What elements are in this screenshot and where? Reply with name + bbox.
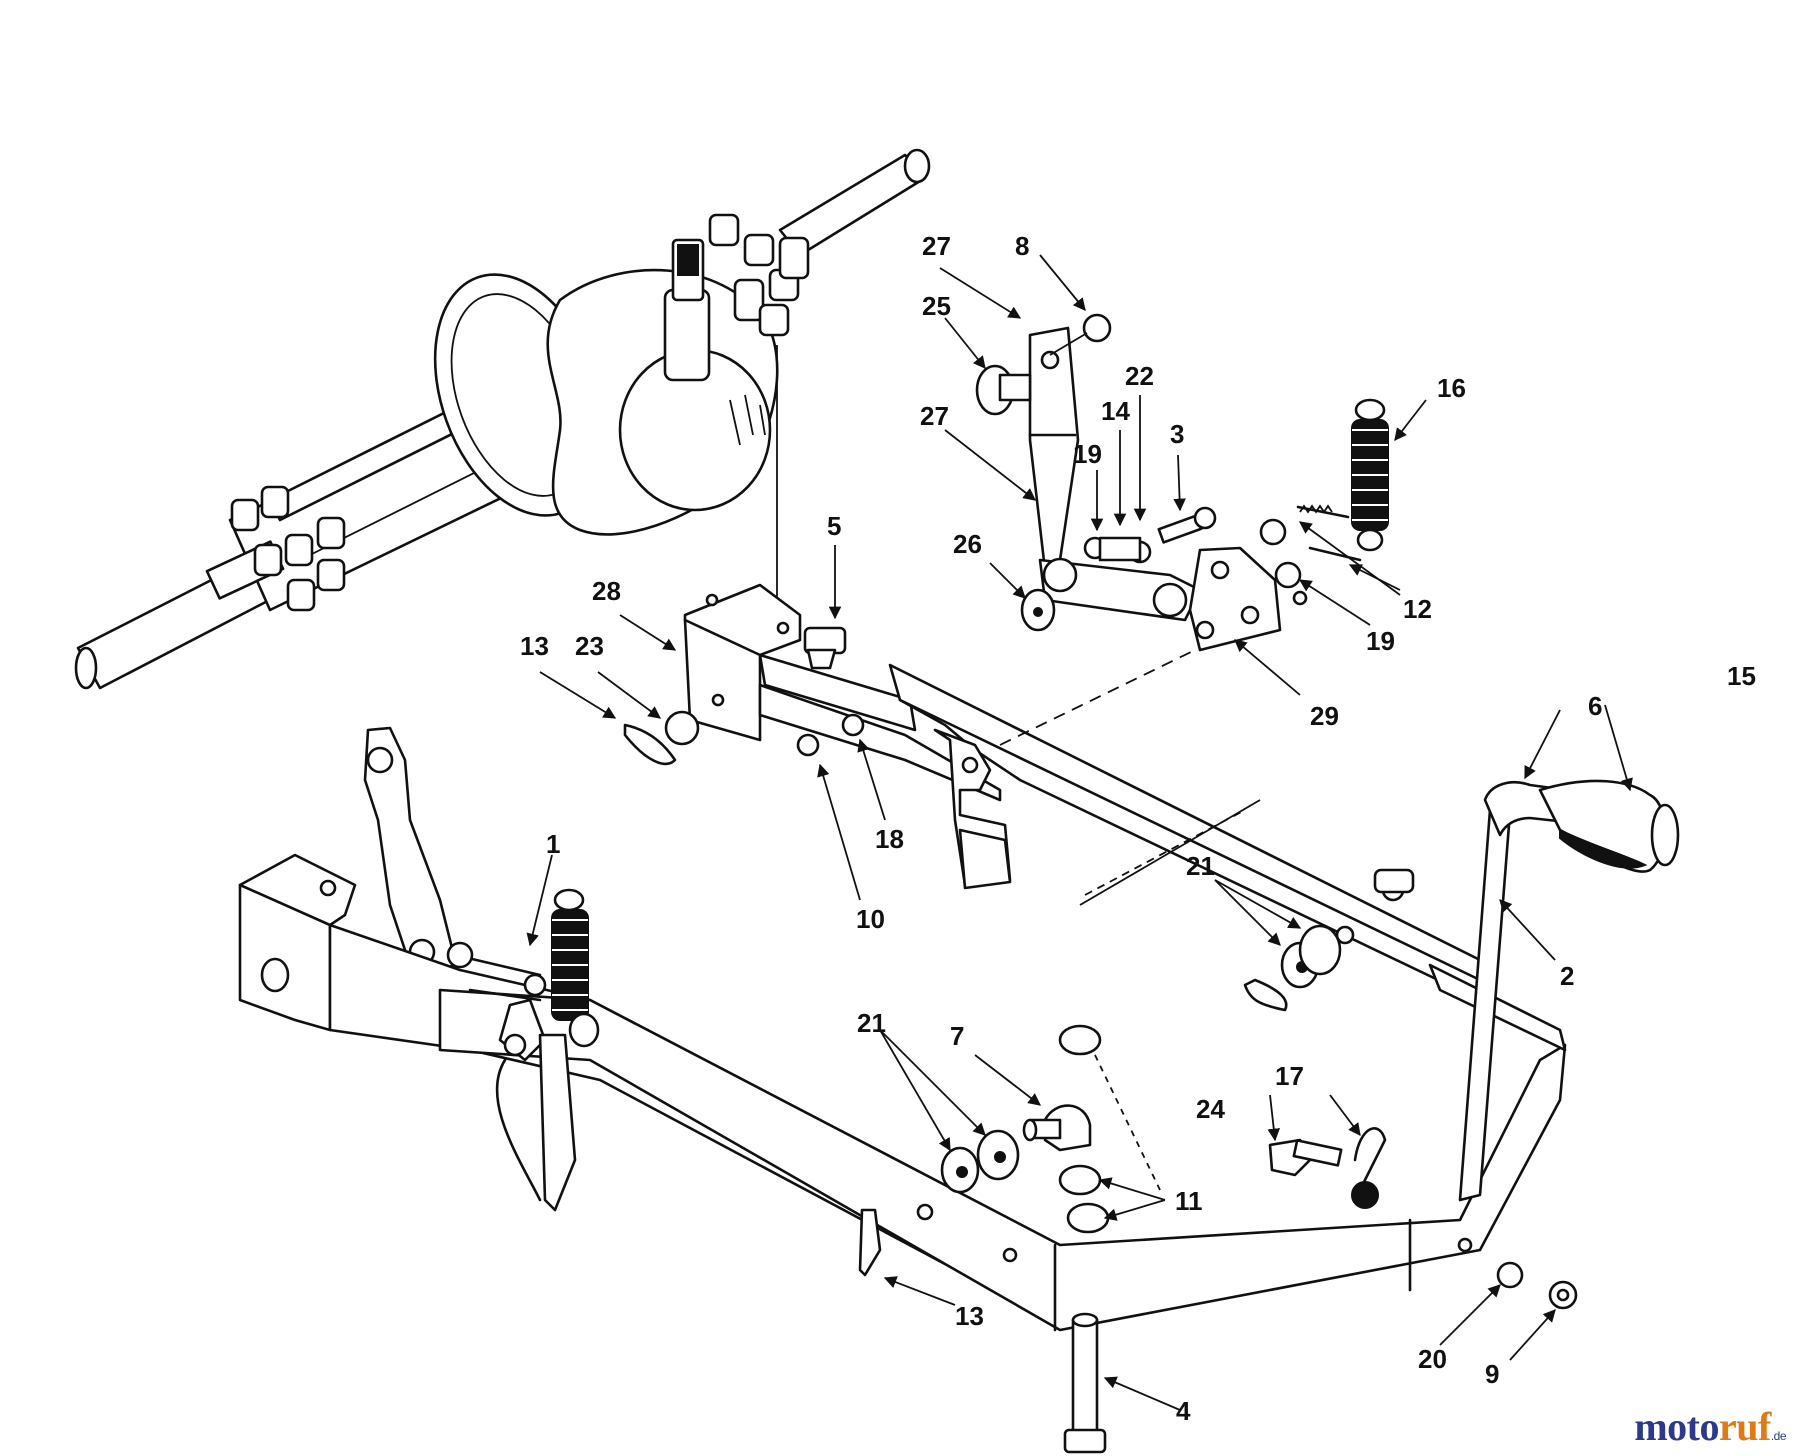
part-label-9: 9 [1485, 1359, 1499, 1389]
part-label-11: 11 [1175, 1186, 1203, 1216]
part-label-29: 29 [1310, 701, 1339, 731]
part-label-21b: 21 [857, 1008, 886, 1038]
leader-arrows [526, 254, 1633, 1411]
part-label-15: 15 [1727, 661, 1756, 691]
part-label-26: 26 [953, 529, 982, 559]
lower-frame-assembly [238, 726, 1680, 1454]
transaxle-assembly [74, 148, 931, 690]
part-label-3: 3 [1170, 419, 1184, 449]
part-label-13b: 13 [955, 1301, 984, 1331]
brake-lever-assembly [975, 313, 1389, 652]
part-label-14: 14 [1101, 396, 1130, 426]
part-label-27b: 27 [920, 401, 949, 431]
part-labels: 1 2 3 4 5 6 7 8 9 10 11 12 13 13 14 15 1… [520, 231, 1756, 1426]
logo-suffix: .de [1770, 1429, 1787, 1443]
part-label-13a: 13 [520, 631, 549, 661]
logo-part2: ruf [1718, 1404, 1771, 1449]
part-label-23: 23 [575, 631, 604, 661]
part-label-7: 7 [950, 1021, 964, 1051]
part-label-5: 5 [827, 511, 841, 541]
part-label-24: 24 [1196, 1094, 1225, 1124]
part-label-4: 4 [1176, 1396, 1191, 1426]
part-label-28: 28 [592, 576, 621, 606]
part-label-2: 2 [1560, 961, 1574, 991]
part-label-21a: 21 [1186, 851, 1215, 881]
part-label-25: 25 [922, 291, 951, 321]
part-label-8: 8 [1015, 231, 1029, 261]
part-label-22: 22 [1125, 361, 1154, 391]
part-label-16: 16 [1437, 373, 1466, 403]
part-label-6: 6 [1588, 691, 1602, 721]
part-label-1: 1 [546, 829, 560, 859]
logo-part1: moto [1634, 1404, 1719, 1449]
part-label-19a: 19 [1073, 439, 1102, 469]
part-label-12: 12 [1403, 594, 1432, 624]
motoruf-logo: motoruf.de [1634, 1403, 1786, 1450]
part-label-19b: 19 [1366, 626, 1395, 656]
part-label-20: 20 [1418, 1344, 1447, 1374]
part-label-18: 18 [875, 824, 904, 854]
upper-frame-bar [623, 583, 1482, 1002]
part-label-10: 10 [856, 904, 885, 934]
part-label-17: 17 [1275, 1061, 1304, 1091]
part-label-27a: 27 [922, 231, 951, 261]
